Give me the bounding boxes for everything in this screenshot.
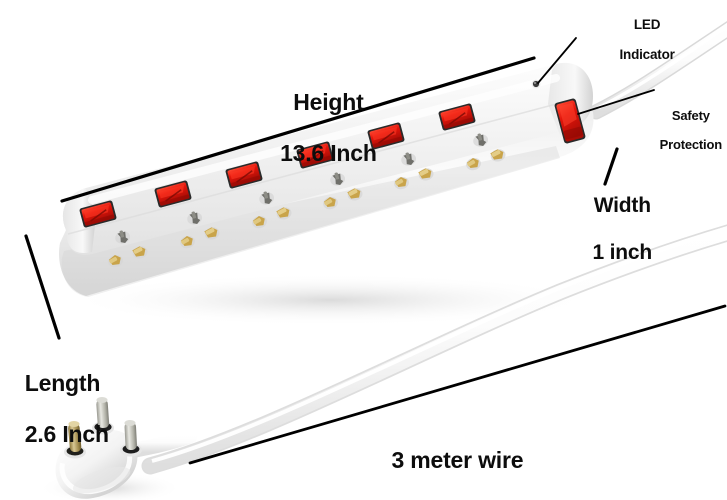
height-value: 13.6 Inch — [280, 140, 377, 167]
length-value: 2.6 Inch — [24, 421, 109, 448]
led-leader-line — [537, 37, 577, 84]
led-indicator-annotation: LED Indicator — [575, 2, 705, 78]
safety-label-line1: Safety — [671, 107, 710, 123]
led-label-line1: LED — [633, 17, 661, 33]
width-value: 1 inch — [592, 240, 653, 264]
width-measure-line — [603, 147, 619, 186]
length-annotation: Length 2.6 Inch — [0, 345, 112, 474]
wire-length-label: 3 meter wire — [391, 446, 524, 473]
cable-three-meter — [141, 224, 727, 475]
measurement-lines — [24, 37, 727, 465]
plug-pin-right — [120, 420, 142, 457]
safety-label-line2: Protection — [659, 136, 722, 152]
height-label: Height — [293, 88, 364, 115]
width-label: Width — [593, 193, 651, 217]
width-annotation: Width 1 inch — [556, 170, 666, 288]
height-measure-line — [60, 56, 536, 203]
length-measure-line — [24, 234, 61, 340]
plug-pin-earth — [92, 397, 114, 435]
three-pin-plug — [55, 397, 198, 499]
safety-leader-line — [577, 89, 655, 115]
plug-pin-left — [64, 421, 86, 459]
length-label: Length — [24, 369, 101, 396]
height-annotation: Height 13.6 Inch — [232, 64, 400, 193]
strip-shadow — [65, 274, 595, 326]
wire-length-annotation: 3 meter wire — [360, 422, 530, 499]
led-label-line2: Indicator — [619, 47, 675, 63]
wire-measure-line — [188, 304, 727, 465]
safety-protection-switch[interactable] — [554, 98, 586, 144]
safety-protection-annotation: Safety Protection — [641, 94, 727, 167]
